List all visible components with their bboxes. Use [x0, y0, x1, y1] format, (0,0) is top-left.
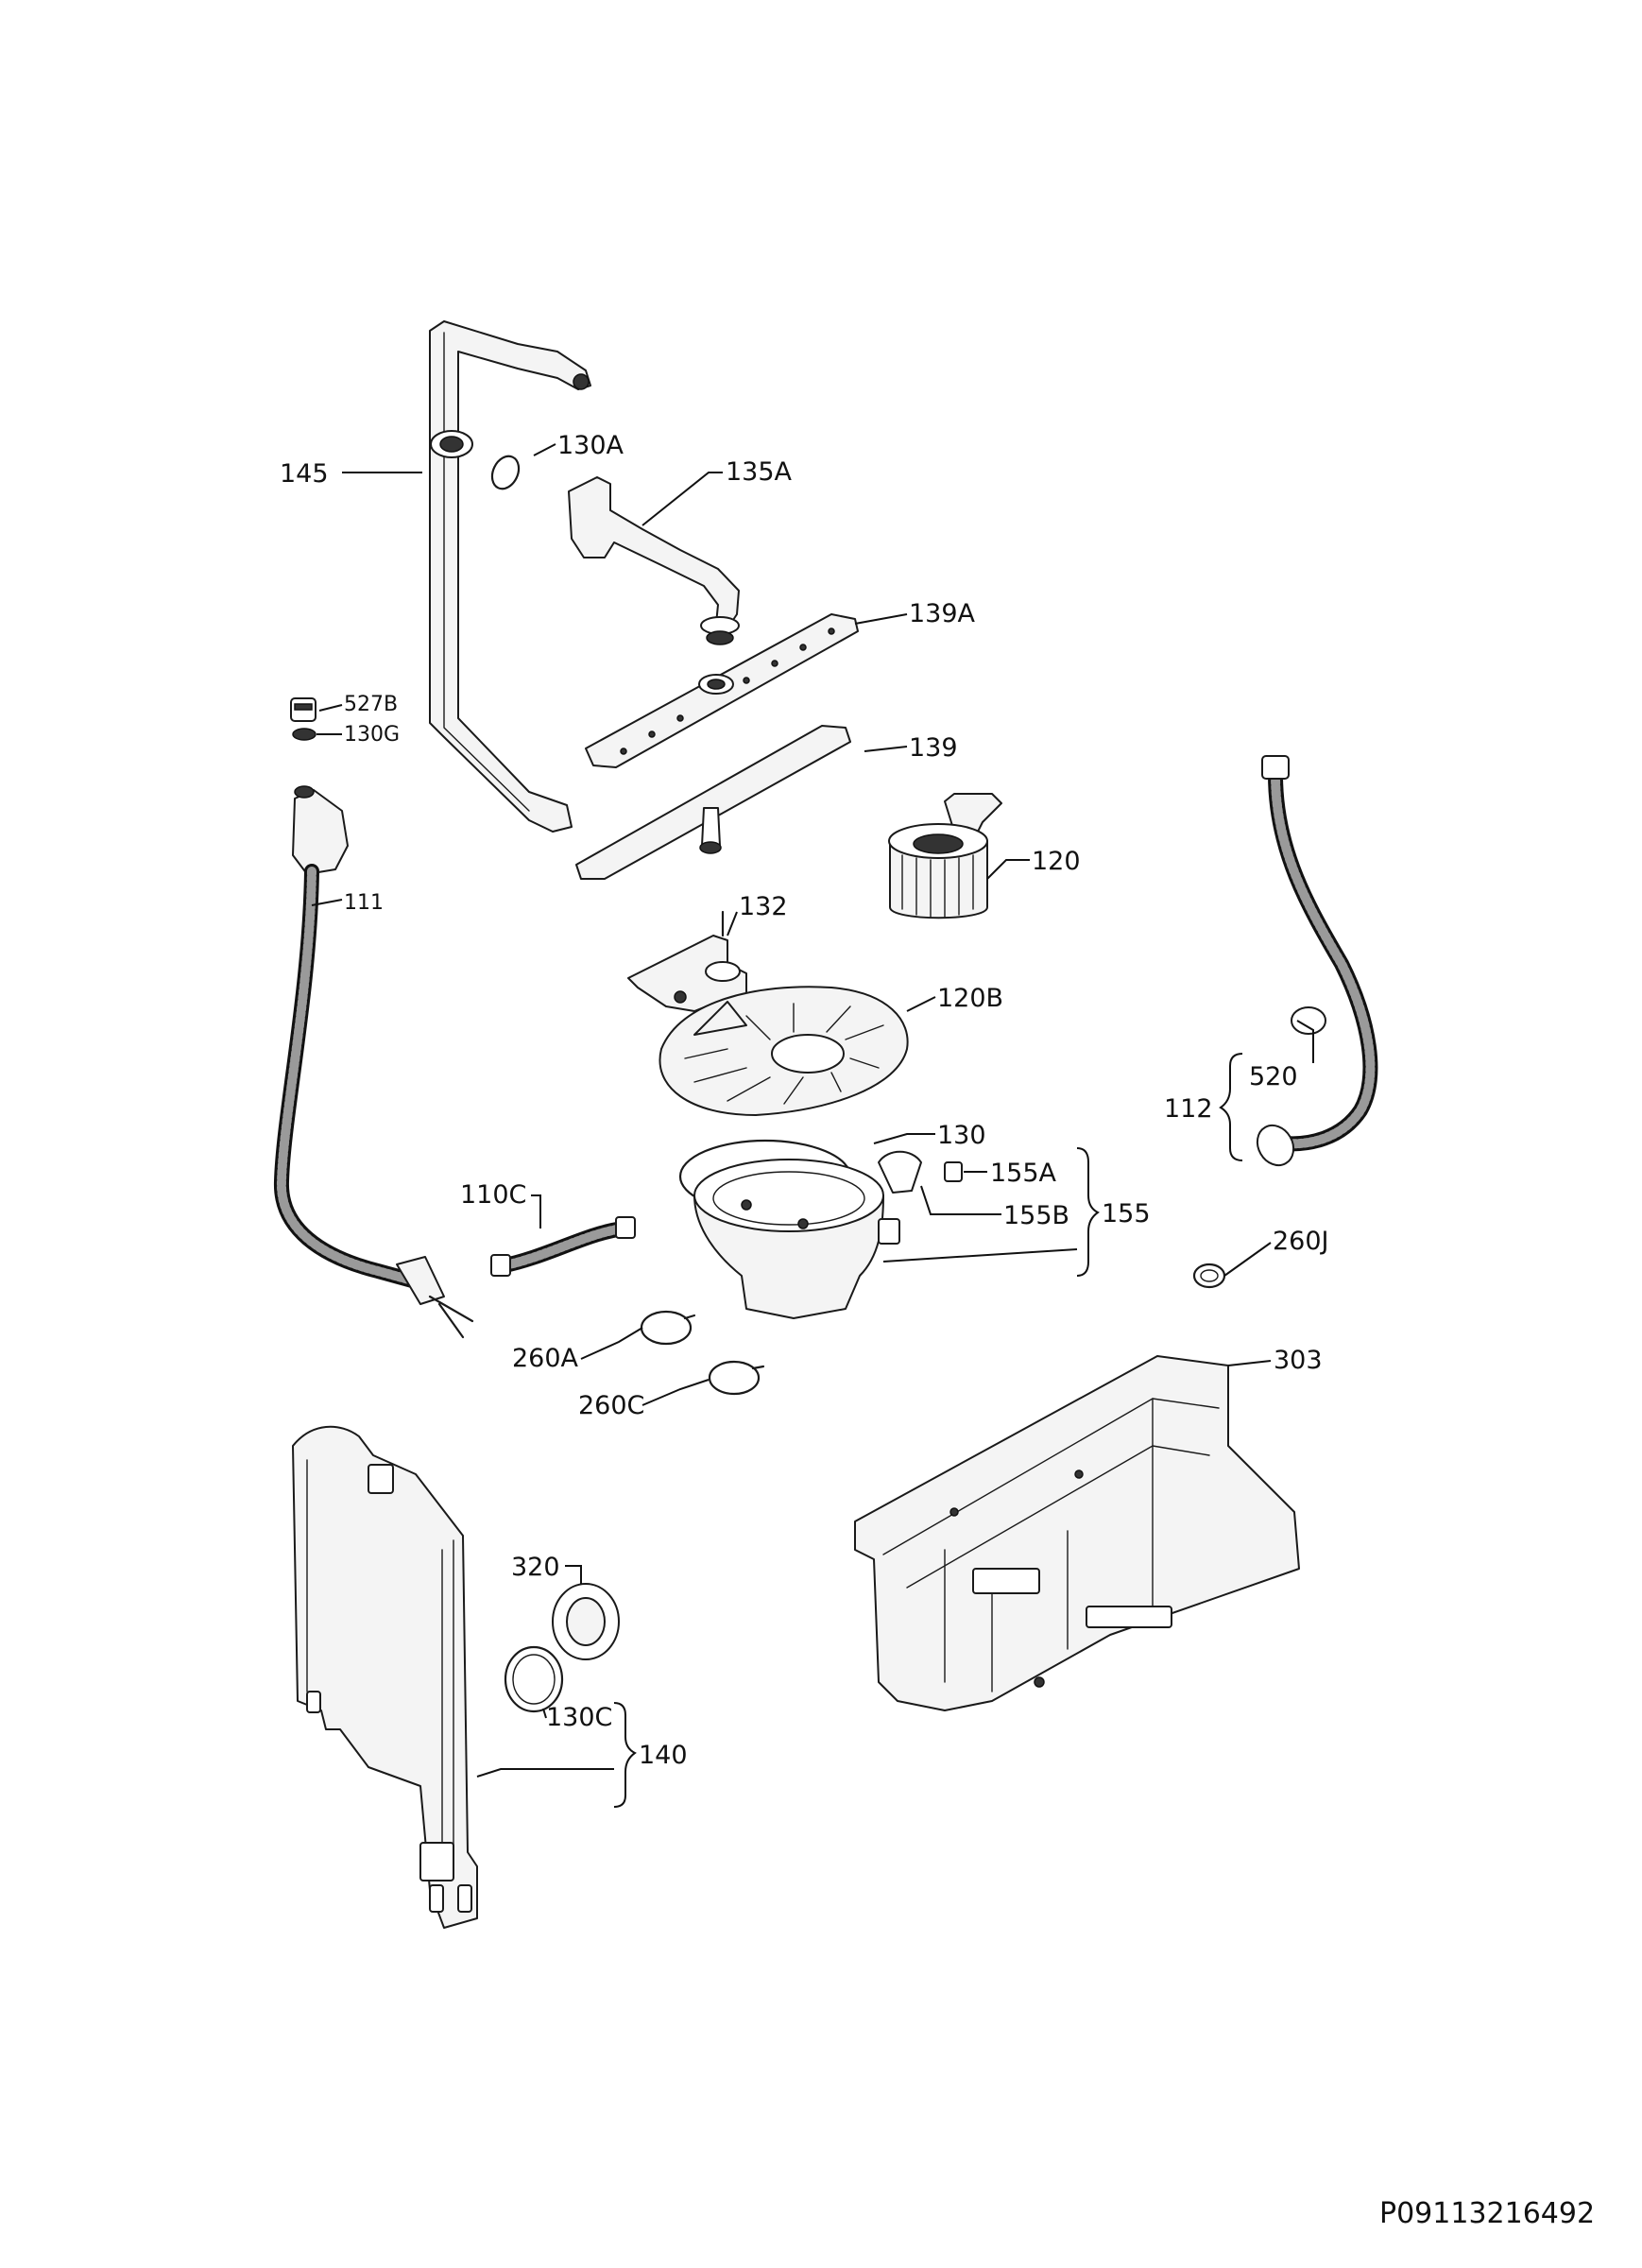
part-260C-clamp[interactable]	[708, 1360, 765, 1396]
part-130G-seal[interactable]	[292, 728, 316, 741]
part-155-sump[interactable]	[693, 1150, 963, 1319]
leader-lines	[311, 443, 1314, 1808]
label-130A: 130A	[557, 431, 624, 460]
label-130G: 130G	[344, 723, 400, 747]
label-111: 111	[344, 891, 384, 915]
label-139: 139	[909, 733, 958, 763]
part-139A-upper-spray-arm[interactable]	[585, 613, 859, 768]
part-527B-plug[interactable]	[290, 697, 316, 722]
label-139A: 139A	[909, 599, 976, 628]
label-112: 112	[1164, 1094, 1213, 1124]
label-320: 320	[511, 1553, 560, 1582]
label-155B: 155B	[1003, 1201, 1069, 1230]
label-155: 155	[1102, 1199, 1151, 1228]
label-130: 130	[937, 1121, 986, 1150]
label-260A: 260A	[512, 1344, 579, 1373]
part-130C-ring[interactable]	[504, 1645, 564, 1713]
label-110C: 110C	[460, 1180, 526, 1210]
label-527B: 527B	[344, 693, 398, 716]
part-112-drain-hose[interactable]	[1250, 755, 1378, 1172]
part-260A-clamp[interactable]	[640, 1310, 696, 1346]
label-303: 303	[1274, 1346, 1323, 1375]
label-155A: 155A	[990, 1159, 1057, 1188]
label-120B: 120B	[937, 984, 1003, 1013]
label-120: 120	[1032, 847, 1081, 876]
part-520-clip[interactable]	[1291, 1006, 1326, 1035]
part-135A-pipe-connector[interactable]	[568, 476, 740, 645]
part-320-seal-ring[interactable]	[552, 1583, 620, 1660]
label-132: 132	[739, 892, 788, 921]
label-140: 140	[639, 1741, 688, 1770]
part-260J-clamp[interactable]	[1192, 1263, 1226, 1289]
part-140-side-tank[interactable]	[292, 1425, 478, 1929]
label-145: 145	[280, 459, 329, 489]
part-145-spray-pipe[interactable]	[429, 320, 591, 833]
label-130C: 130C	[546, 1703, 612, 1732]
part-labels: 145 130A 135A 139A 527B 130G 139 111 120…	[280, 431, 1329, 1770]
part-111-inlet-hose[interactable]	[273, 785, 474, 1339]
part-130A-o-ring[interactable]	[487, 452, 524, 493]
part-139-lower-spray-arm[interactable]	[575, 725, 851, 880]
part-120B-filter-plate[interactable]	[659, 986, 909, 1116]
part-110C-hose[interactable]	[490, 1216, 636, 1277]
drawing-code: P09113216492	[1379, 2197, 1595, 2230]
label-135A: 135A	[726, 457, 793, 487]
label-260C: 260C	[578, 1391, 644, 1420]
label-260J: 260J	[1273, 1227, 1329, 1256]
part-132-bracket[interactable]	[627, 910, 747, 1012]
part-120-filter[interactable]	[888, 793, 1002, 919]
part-303-base[interactable]	[854, 1355, 1300, 1711]
label-520: 520	[1249, 1062, 1298, 1091]
